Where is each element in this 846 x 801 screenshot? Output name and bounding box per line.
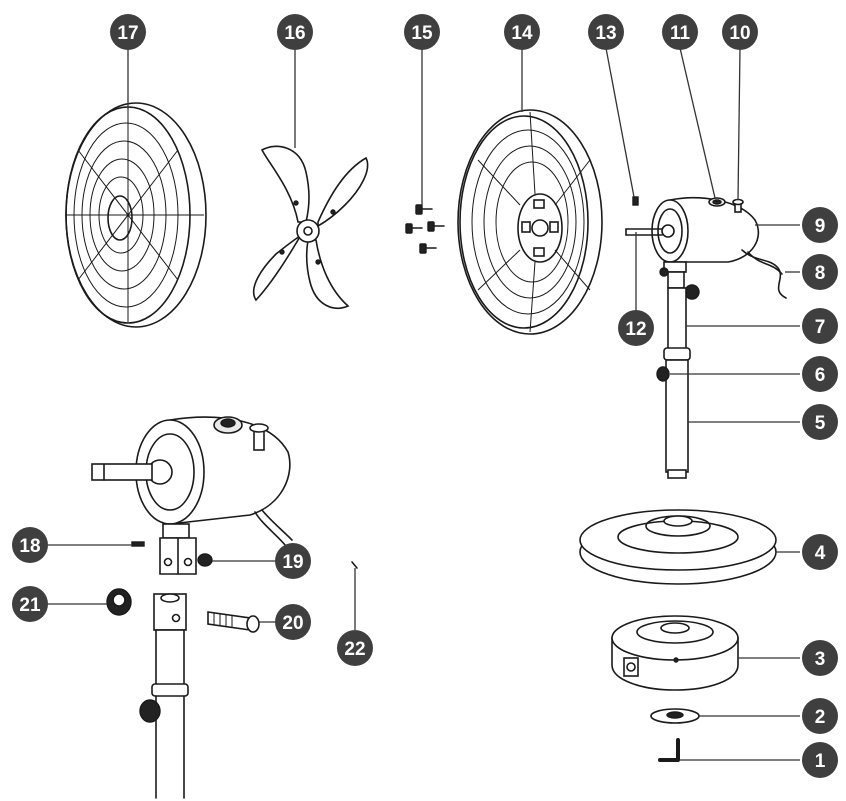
detail-pole-drawing — [139, 593, 189, 799]
front-grille-drawing — [457, 109, 603, 335]
detail-small-parts-drawing — [106, 561, 358, 633]
badge-8: 8 — [802, 254, 838, 290]
badge-4: 4 — [802, 534, 838, 570]
svg-text:10: 10 — [729, 23, 750, 44]
badge-6: 6 — [802, 356, 838, 392]
svg-text:13: 13 — [595, 23, 616, 44]
svg-text:14: 14 — [511, 23, 533, 44]
badge-20: 20 — [275, 604, 311, 640]
badge-7: 7 — [802, 308, 838, 344]
badge-1: 1 — [802, 742, 838, 778]
svg-text:11: 11 — [670, 23, 691, 44]
badge-12: 12 — [618, 310, 654, 346]
fan-blade-drawing — [252, 145, 369, 309]
base-plate-drawing — [579, 509, 777, 585]
svg-text:3: 3 — [815, 649, 826, 670]
badge-10: 10 — [722, 14, 758, 50]
badge-22: 22 — [337, 630, 373, 666]
svg-text:17: 17 — [117, 23, 138, 44]
pole-drawing — [656, 287, 691, 479]
part-badges: 1 2 3 4 5 6 7 8 9 10 11 12 13 14 15 16 1… — [12, 14, 838, 778]
svg-text:20: 20 — [282, 613, 303, 634]
badge-14: 14 — [504, 14, 540, 50]
base-weight-drawing — [611, 615, 739, 691]
badge-19: 19 — [275, 543, 311, 579]
rear-grille-drawing — [65, 102, 207, 328]
motor-housing-drawing — [625, 196, 787, 300]
svg-text:1: 1 — [815, 751, 826, 772]
badge-11: 11 — [662, 14, 698, 50]
detail-motor-drawing — [91, 416, 293, 575]
badge-9: 9 — [802, 207, 838, 243]
svg-text:4: 4 — [815, 543, 826, 564]
svg-text:2: 2 — [815, 707, 826, 728]
allen-key-drawing — [658, 738, 680, 762]
svg-text:9: 9 — [815, 216, 826, 237]
badge-16: 16 — [277, 14, 313, 50]
svg-text:19: 19 — [282, 552, 303, 573]
svg-text:18: 18 — [19, 536, 40, 557]
badge-21: 21 — [12, 586, 48, 622]
badge-17: 17 — [110, 14, 146, 50]
leader-lines — [46, 47, 800, 761]
badge-3: 3 — [802, 640, 838, 676]
svg-text:6: 6 — [815, 365, 826, 386]
screws-drawing — [405, 204, 445, 254]
washer-drawing — [650, 708, 700, 724]
svg-text:7: 7 — [815, 317, 826, 338]
badge-5: 5 — [802, 404, 838, 440]
svg-text:15: 15 — [411, 23, 433, 44]
badge-13: 13 — [588, 14, 624, 50]
badge-15: 15 — [404, 14, 440, 50]
badge-18: 18 — [12, 527, 48, 563]
svg-text:12: 12 — [625, 319, 646, 340]
svg-text:5: 5 — [815, 413, 826, 434]
svg-text:8: 8 — [815, 263, 826, 284]
svg-text:21: 21 — [19, 595, 41, 616]
svg-text:22: 22 — [344, 639, 365, 660]
svg-text:16: 16 — [284, 23, 305, 44]
badge-2: 2 — [802, 698, 838, 734]
